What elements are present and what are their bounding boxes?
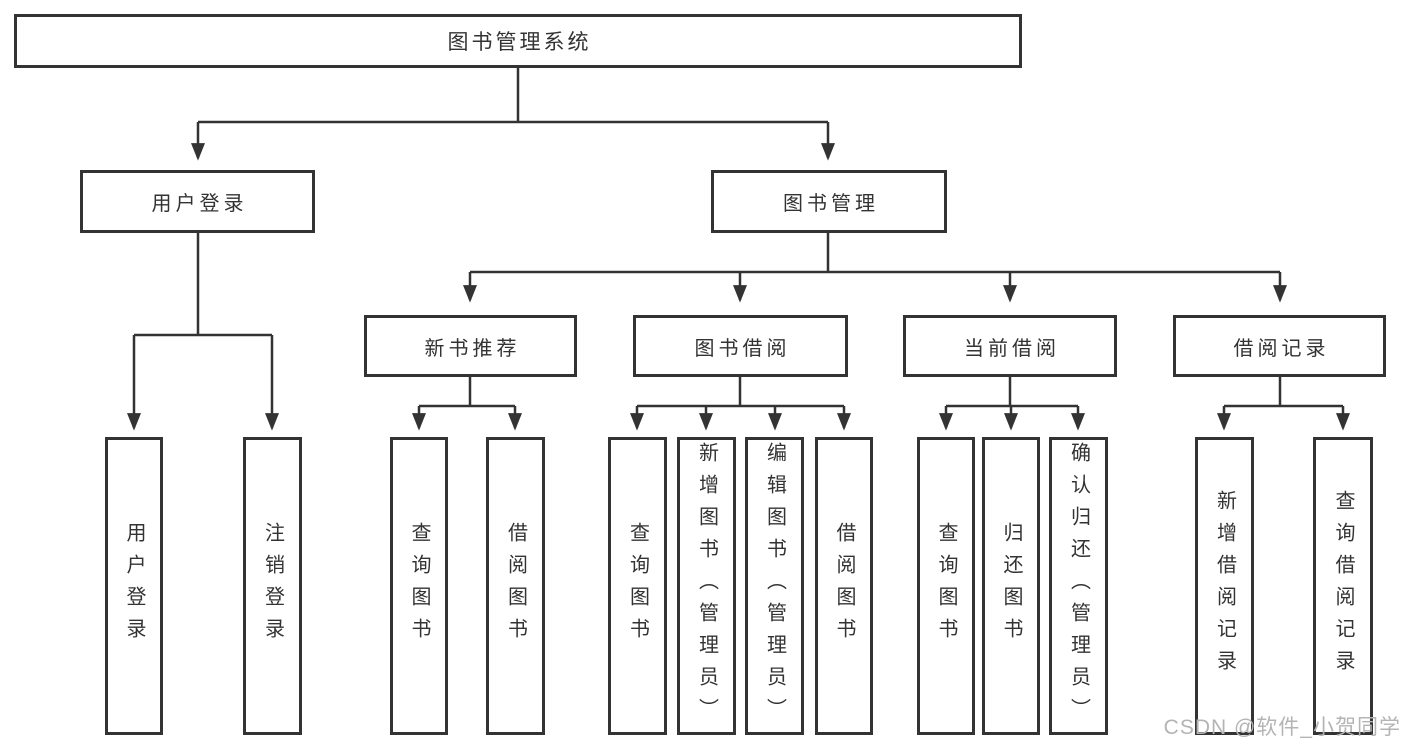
leaf-add-borrow-record: 新增借阅记录	[1195, 437, 1254, 735]
node-label: 用户登录	[123, 522, 145, 650]
node-label: 查询借阅记录	[1332, 490, 1354, 682]
node-book-management: 图书管理	[711, 170, 947, 233]
node-label: 借阅图书	[504, 522, 527, 650]
node-library-management-system: 图书管理系统	[14, 14, 1022, 68]
node-label: 用户登录	[151, 193, 248, 215]
node-label: 新书推荐	[424, 337, 521, 360]
leaf-edit-book-admin: 编辑图书（管理员）	[745, 437, 804, 735]
node-label: 新增图书（管理员）	[695, 442, 718, 730]
node-label: 查询图书	[935, 522, 957, 650]
leaf-borrow-books: 借阅图书	[815, 437, 873, 735]
node-label: 图书管理系统	[447, 31, 592, 54]
node-label: 借阅图书	[833, 522, 855, 650]
csdn-watermark: CSDN @软件_小贺同学	[1163, 716, 1401, 739]
leaf-user-login: 用户登录	[105, 437, 163, 735]
node-label: 借阅记录	[1233, 337, 1330, 360]
node-user-login: 用户登录	[80, 170, 315, 233]
leaf-query-borrow-record: 查询借阅记录	[1313, 437, 1373, 735]
node-label: 查询图书	[408, 522, 430, 650]
leaf-add-book-admin: 新增图书（管理员）	[677, 437, 736, 735]
node-label: 图书管理	[783, 193, 879, 215]
leaf-logout: 注销登录	[243, 437, 302, 735]
node-label: 注销登录	[261, 522, 284, 650]
leaf-query-books-current: 查询图书	[917, 437, 975, 735]
node-label: 当前借阅	[964, 337, 1060, 360]
node-label: 归还图书	[1000, 522, 1022, 650]
leaf-query-books-borrowing: 查询图书	[608, 437, 667, 735]
leaf-confirm-return-admin: 确认归还（管理员）	[1049, 437, 1108, 735]
node-borrowing-records: 借阅记录	[1173, 315, 1386, 377]
leaf-borrow-books-recommend: 借阅图书	[486, 437, 545, 735]
node-label: 图书借阅	[694, 337, 791, 360]
node-label: 确认归还（管理员）	[1067, 442, 1090, 730]
node-label: 新增借阅记录	[1213, 490, 1236, 682]
node-new-book-recommendation: 新书推荐	[364, 315, 577, 377]
node-current-borrowing: 当前借阅	[903, 315, 1117, 377]
node-label: 编辑图书（管理员）	[763, 442, 786, 730]
leaf-query-books-recommend: 查询图书	[390, 437, 448, 735]
leaf-return-book: 归还图书	[982, 437, 1040, 735]
node-book-borrowing: 图书借阅	[633, 315, 848, 377]
node-label: 查询图书	[626, 522, 649, 650]
